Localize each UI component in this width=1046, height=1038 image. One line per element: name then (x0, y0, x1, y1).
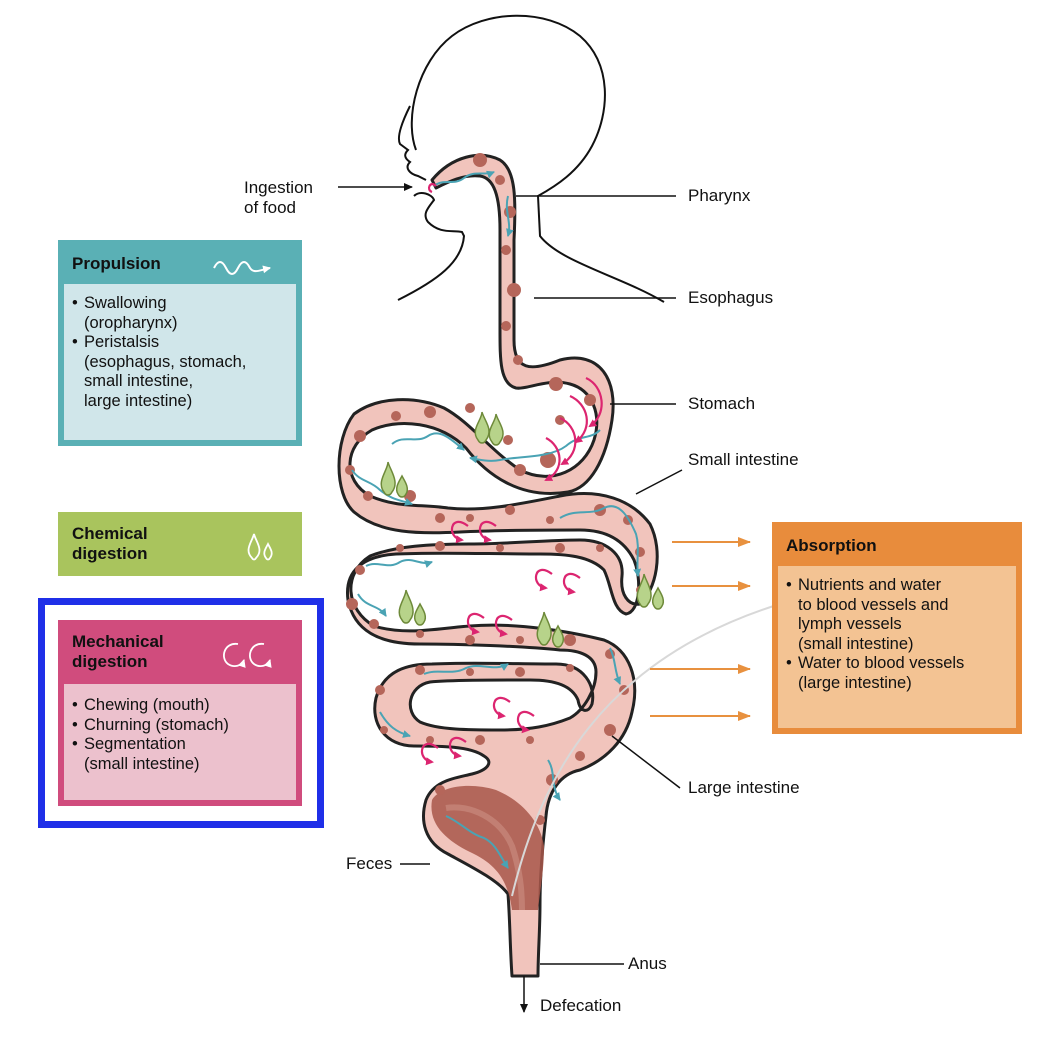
absorption-item-line: Water to blood vessels (798, 654, 965, 672)
small-intestine-leader (635, 469, 683, 495)
absorption-item-line: to blood vessels and (798, 595, 949, 614)
tract-outline (337, 153, 659, 978)
propulsion-item-line: (oropharynx) (84, 313, 178, 332)
feces-label: Feces (346, 854, 393, 873)
absorption-panel: Absorption Nutrients and water to blood … (772, 522, 1022, 734)
head-silhouette (397, 14, 665, 303)
absorption-arrows (650, 537, 751, 721)
enzyme-drops-icon (247, 533, 273, 561)
ingestion-label: Ingestion of food (244, 178, 313, 218)
mechanical-item-line: Churning (stomach) (84, 715, 229, 734)
defecation-label: Defecation (540, 996, 622, 1015)
anus-label: Anus (628, 954, 667, 973)
churning-arrows (420, 183, 603, 766)
propulsion-item-line: large intestine) (84, 391, 193, 410)
mechanical-item-segmentation: Segmentation (small intestine) (72, 735, 229, 774)
mechanical-item-line: Chewing (mouth) (84, 696, 210, 714)
mechanical-item-line: (small intestine) (84, 754, 200, 773)
guide-curve (511, 603, 781, 897)
propulsion-arrows (351, 170, 642, 869)
propulsion-body: Swallowing (oropharynx) Peristalsis (eso… (64, 284, 296, 440)
chemical-title-line-2: digestion (72, 544, 148, 563)
absorption-title: Absorption (786, 536, 877, 555)
churning-arrows-icon (223, 643, 272, 668)
absorption-item-line: lymph vessels (798, 615, 902, 633)
large-intestine-leader (611, 735, 681, 789)
feces-lumen (445, 804, 525, 911)
propulsion-item-line: small intestine, (84, 372, 194, 390)
ingestion-line-1: Ingestion (244, 178, 313, 197)
chemical-title: Chemical digestion (72, 524, 148, 564)
propulsion-item-line: Swallowing (84, 294, 167, 312)
stomach-label: Stomach (688, 394, 756, 413)
propulsion-item-line: (esophagus, stomach, (84, 352, 247, 371)
absorption-item-water: Water to blood vessels (large intestine) (786, 654, 964, 693)
mechanical-title-line-1: Mechanical (72, 632, 164, 651)
mechanical-item-line: Segmentation (84, 735, 186, 753)
chemical-title-line-1: Chemical (72, 524, 148, 543)
small-intestine-label: Small intestine (688, 450, 799, 469)
chemical-digestion-panel: Chemical digestion (58, 512, 302, 576)
leader-lines (338, 183, 683, 1013)
mechanical-list: Chewing (mouth) Churning (stomach) Segme… (72, 696, 229, 774)
large-intestine-label: Large intestine (688, 778, 800, 797)
propulsion-item-peristalsis: Peristalsis (esophagus, stomach, small i… (72, 333, 246, 411)
mechanical-title-line-2: digestion (72, 652, 148, 671)
digestive-tract (337, 153, 781, 978)
absorption-body: Nutrients and water to blood vessels and… (778, 566, 1016, 728)
absorption-item-nutrients: Nutrients and water to blood vessels and… (786, 576, 964, 654)
mechanical-body: Chewing (mouth) Churning (stomach) Segme… (64, 684, 296, 800)
propulsion-title: Propulsion (72, 254, 161, 273)
ingestion-line-2: of food (244, 198, 296, 217)
mechanical-digestion-panel: Mechanical digestion Chewing (mouth) Chu… (58, 620, 302, 806)
wavy-arrow-icon (213, 261, 271, 275)
propulsion-panel: Propulsion Swallowing (oropharynx) Peris… (58, 240, 302, 446)
enzyme-drops (380, 411, 665, 648)
propulsion-item-line: Peristalsis (84, 333, 160, 351)
mechanical-title: Mechanical digestion (72, 632, 164, 672)
absorption-item-line: Nutrients and water (798, 576, 942, 594)
absorption-item-line: (large intestine) (798, 673, 912, 692)
absorption-item-line: (small intestine) (798, 634, 914, 653)
absorption-list: Nutrients and water to blood vessels and… (786, 576, 964, 693)
propulsion-item-swallowing: Swallowing (oropharynx) (72, 294, 246, 333)
pharynx-label: Pharynx (688, 186, 751, 205)
mechanical-item-chewing: Chewing (mouth) (72, 696, 229, 716)
esophagus-label: Esophagus (688, 288, 774, 307)
propulsion-list: Swallowing (oropharynx) Peristalsis (eso… (72, 294, 246, 411)
mechanical-item-churning: Churning (stomach) (72, 716, 229, 736)
